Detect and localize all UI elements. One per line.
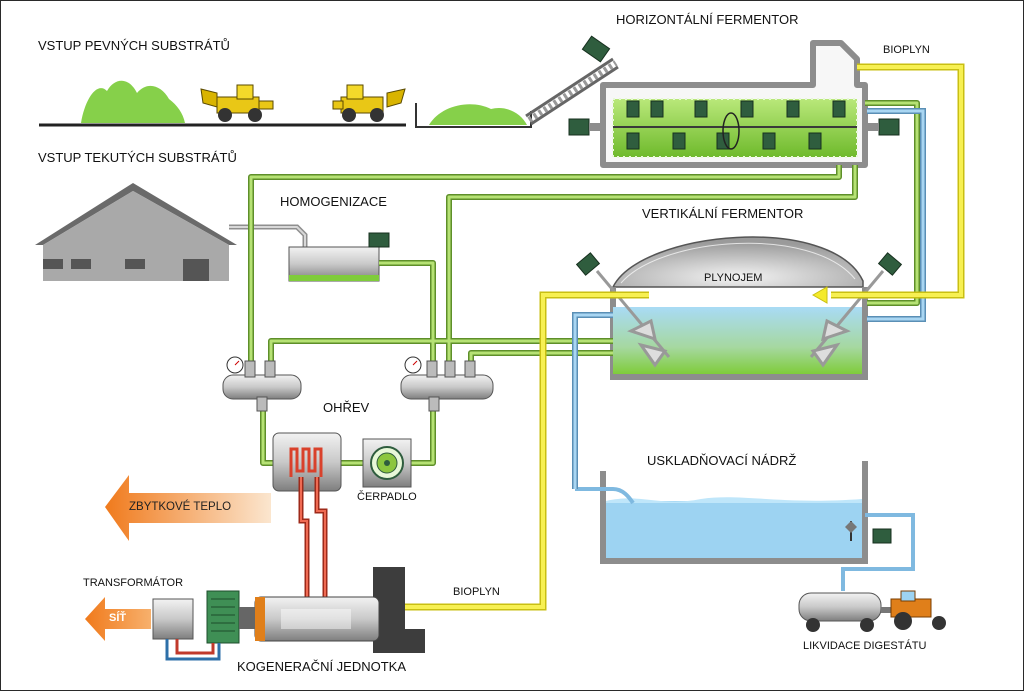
label-biogas-top: BIOPLYN	[883, 44, 930, 56]
transformer-icon	[152, 598, 221, 661]
residual-heat-arrow	[105, 475, 271, 541]
label-digestate-disposal: LIKVIDACE DIGESTÁTU	[803, 640, 927, 652]
label-biogas-bottom: BIOPLYN	[453, 586, 500, 598]
biogas-pipes	[405, 63, 965, 611]
label-residual-heat: ZBYTKOVÉ TEPLO	[129, 501, 232, 513]
mixer-motor-icon	[368, 232, 390, 248]
heat-exchanger-icon	[272, 432, 342, 492]
mixer-motor-icon	[872, 528, 892, 544]
tractor-tanker-icon	[798, 590, 946, 632]
solid-substrate-area	[39, 35, 619, 128]
agitator-icon	[595, 270, 885, 368]
substrate-pipes	[248, 100, 920, 466]
label-pump: ČERPADLO	[357, 491, 417, 503]
homogenization-tank	[288, 232, 390, 282]
horizontal-fermenter	[568, 40, 900, 168]
label-heating: OHŘEV	[323, 400, 370, 415]
label-liquid-input: VSTUP TEKUTÝCH SUBSTRÁTŮ	[38, 150, 237, 165]
conveyor-icon	[525, 35, 619, 126]
manifold-left	[222, 356, 302, 412]
label-storage-tank: USKLADŇOVACÍ NÁDRŽ	[647, 453, 797, 468]
digestate-pipes	[572, 108, 926, 489]
label-vertical-fermenter: VERTIKÁLNÍ FERMENTOR	[642, 206, 804, 221]
loader-truck-icon	[200, 84, 274, 122]
mixer-motor-icon	[877, 252, 903, 276]
substrate-pile	[81, 80, 185, 123]
heating-water-pipes	[298, 477, 328, 597]
mixer-motor-icon	[575, 252, 601, 276]
pump-icon	[362, 438, 412, 488]
mixer-motor-icon	[581, 35, 611, 63]
label-horizontal-fermenter: HORIZONTÁLNÍ FERMENTOR	[616, 12, 799, 27]
label-grid: SÍŤ	[109, 612, 127, 624]
barn	[35, 183, 237, 281]
engine-generator-icon	[206, 567, 425, 653]
label-solid-input: VSTUP PEVNÝCH SUBSTRÁTŮ	[38, 38, 230, 53]
biogas-arrow-icon	[811, 286, 828, 304]
label-gas-holder: PLYNOJEM	[704, 272, 763, 284]
mixer-motor-icon	[878, 118, 900, 136]
mixer-motor-icon	[568, 118, 590, 136]
manifold-right	[400, 356, 494, 412]
storage-tank	[575, 461, 892, 564]
label-chp-unit: KOGENERAČNÍ JEDNOTKA	[237, 659, 407, 674]
loader-truck-icon	[332, 84, 406, 122]
label-transformer: TRANSFORMÁTOR	[83, 577, 184, 589]
grid-arrow	[85, 597, 151, 641]
label-homogenization: HOMOGENIZACE	[280, 194, 387, 209]
vertical-fermenter	[575, 236, 903, 380]
